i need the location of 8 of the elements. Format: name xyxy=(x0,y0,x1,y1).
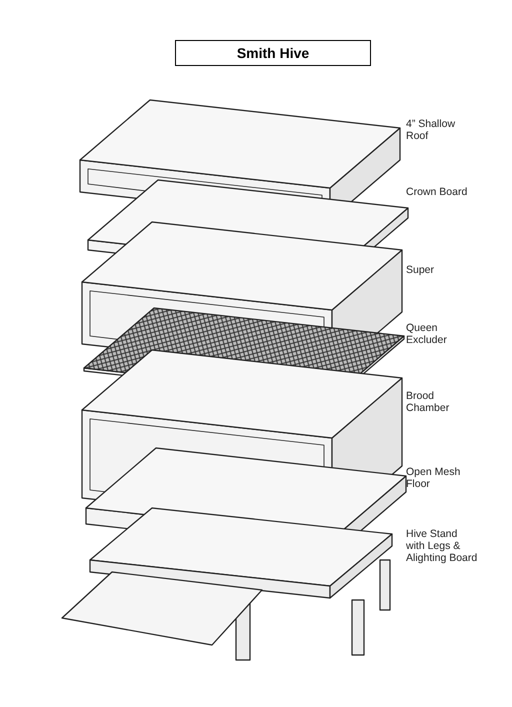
part-label: Super xyxy=(406,264,436,276)
title: Smith Hive xyxy=(175,40,371,66)
part-label: Crown Board xyxy=(406,186,468,198)
part-label: Brood Chamber xyxy=(406,390,450,414)
part-label: Hive Stand with Legs & Alighting Board xyxy=(406,528,478,564)
part-label: Queen Excluder xyxy=(406,322,448,346)
part-label: 4” Shallow Roof xyxy=(406,118,456,142)
part-label: Open Mesh Floor xyxy=(406,466,462,490)
